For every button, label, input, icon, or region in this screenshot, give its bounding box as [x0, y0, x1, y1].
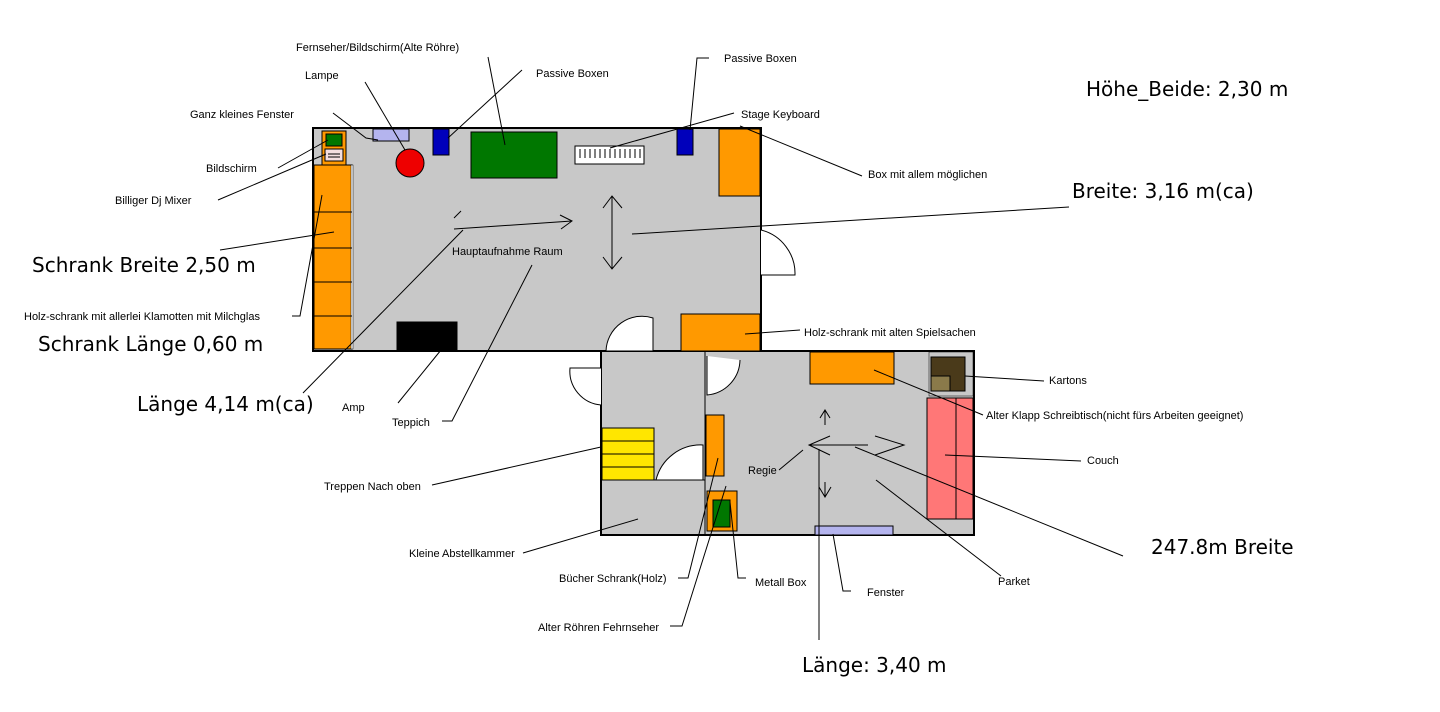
label-control-room: Regie: [748, 465, 777, 477]
passive-speaker-left: [432, 128, 450, 156]
wardrobe: [313, 164, 353, 350]
dim-length-main: Länge 4,14 m(ca): [137, 392, 314, 416]
dim-width-main: Breite: 3,16 m(ca): [1072, 179, 1254, 203]
leader-lines: [217, 56, 1124, 640]
label-boxes: Kartons: [1049, 375, 1087, 387]
toy-cabinet: [680, 313, 761, 352]
door-control-room: [706, 356, 741, 396]
dim-height-both: Höhe_Beide: 2,30 m: [1086, 77, 1288, 101]
window: [814, 525, 894, 536]
label-metal-box: Metall Box: [755, 577, 807, 589]
couch: [926, 397, 974, 520]
label-stage-keyboard: Stage Keyboard: [741, 109, 820, 121]
dim-cabinet-length: Schrank Länge 0,60 m: [38, 332, 263, 356]
dim-length-lower: Länge: 3,40 m: [802, 653, 947, 677]
dj-mixer: [324, 148, 344, 162]
door-main-right: [760, 229, 796, 276]
label-old-tv: Alter Röhren Fehrnseher: [538, 622, 659, 634]
label-passive-speakers-2: Passive Boxen: [724, 53, 797, 65]
passive-speaker-right: [676, 128, 694, 156]
label-bookshelf: Bücher Schrank(Holz): [559, 573, 667, 585]
desk: [809, 351, 895, 385]
control-room: [600, 350, 975, 536]
door-main-bottom: [605, 315, 654, 352]
label-tiny-window: Ganz kleines Fenster: [190, 109, 294, 121]
label-dj-mixer: Billiger Dj Mixer: [115, 195, 192, 207]
control-room-arrows: [807, 409, 906, 498]
dim-width-lower: 247.8m Breite: [1151, 535, 1294, 559]
dim-cabinet-width: Schrank Breite 2,50 m: [32, 253, 256, 277]
label-wardrobe: Holz-schrank mit allerlei Klamotten mit …: [24, 311, 260, 323]
label-toy-cabinet: Holz-schrank mit alten Spielsachen: [804, 327, 976, 339]
label-parquet: Parket: [998, 576, 1030, 588]
label-desk: Alter Klapp Schreibtisch(nicht fürs Arbe…: [986, 410, 1243, 422]
box-misc: [718, 128, 761, 197]
door-storage-outside: [569, 367, 602, 406]
label-main-room: Hauptaufnahme Raum: [452, 246, 563, 258]
label-stairs: Treppen Nach oben: [324, 481, 421, 493]
label-tv-monitor: Fernseher/Bildschirm(Alte Röhre): [296, 42, 459, 54]
tv-monitor: [470, 131, 558, 179]
lamp: [395, 148, 425, 178]
main-room-arrows: [453, 195, 623, 270]
label-monitor: Bildschirm: [206, 163, 257, 175]
monitor: [325, 133, 343, 147]
label-window: Fenster: [867, 587, 905, 599]
label-passive-speakers-1: Passive Boxen: [536, 68, 609, 80]
tiny-window: [372, 128, 410, 142]
label-lamp: Lampe: [305, 70, 339, 82]
label-carpet: Teppich: [392, 417, 430, 429]
door-storage: [655, 444, 704, 481]
bookshelf: [705, 414, 725, 477]
label-box-misc: Box mit allem möglichen: [868, 169, 987, 181]
label-couch: Couch: [1087, 455, 1119, 467]
amp: [396, 321, 458, 352]
old-tv: [712, 499, 731, 528]
label-storage: Kleine Abstellkammer: [409, 548, 515, 560]
label-amp: Amp: [342, 402, 365, 414]
wardrobe-glass: [350, 164, 354, 350]
carton-small: [930, 375, 951, 392]
keyboard-keys: [579, 149, 641, 158]
